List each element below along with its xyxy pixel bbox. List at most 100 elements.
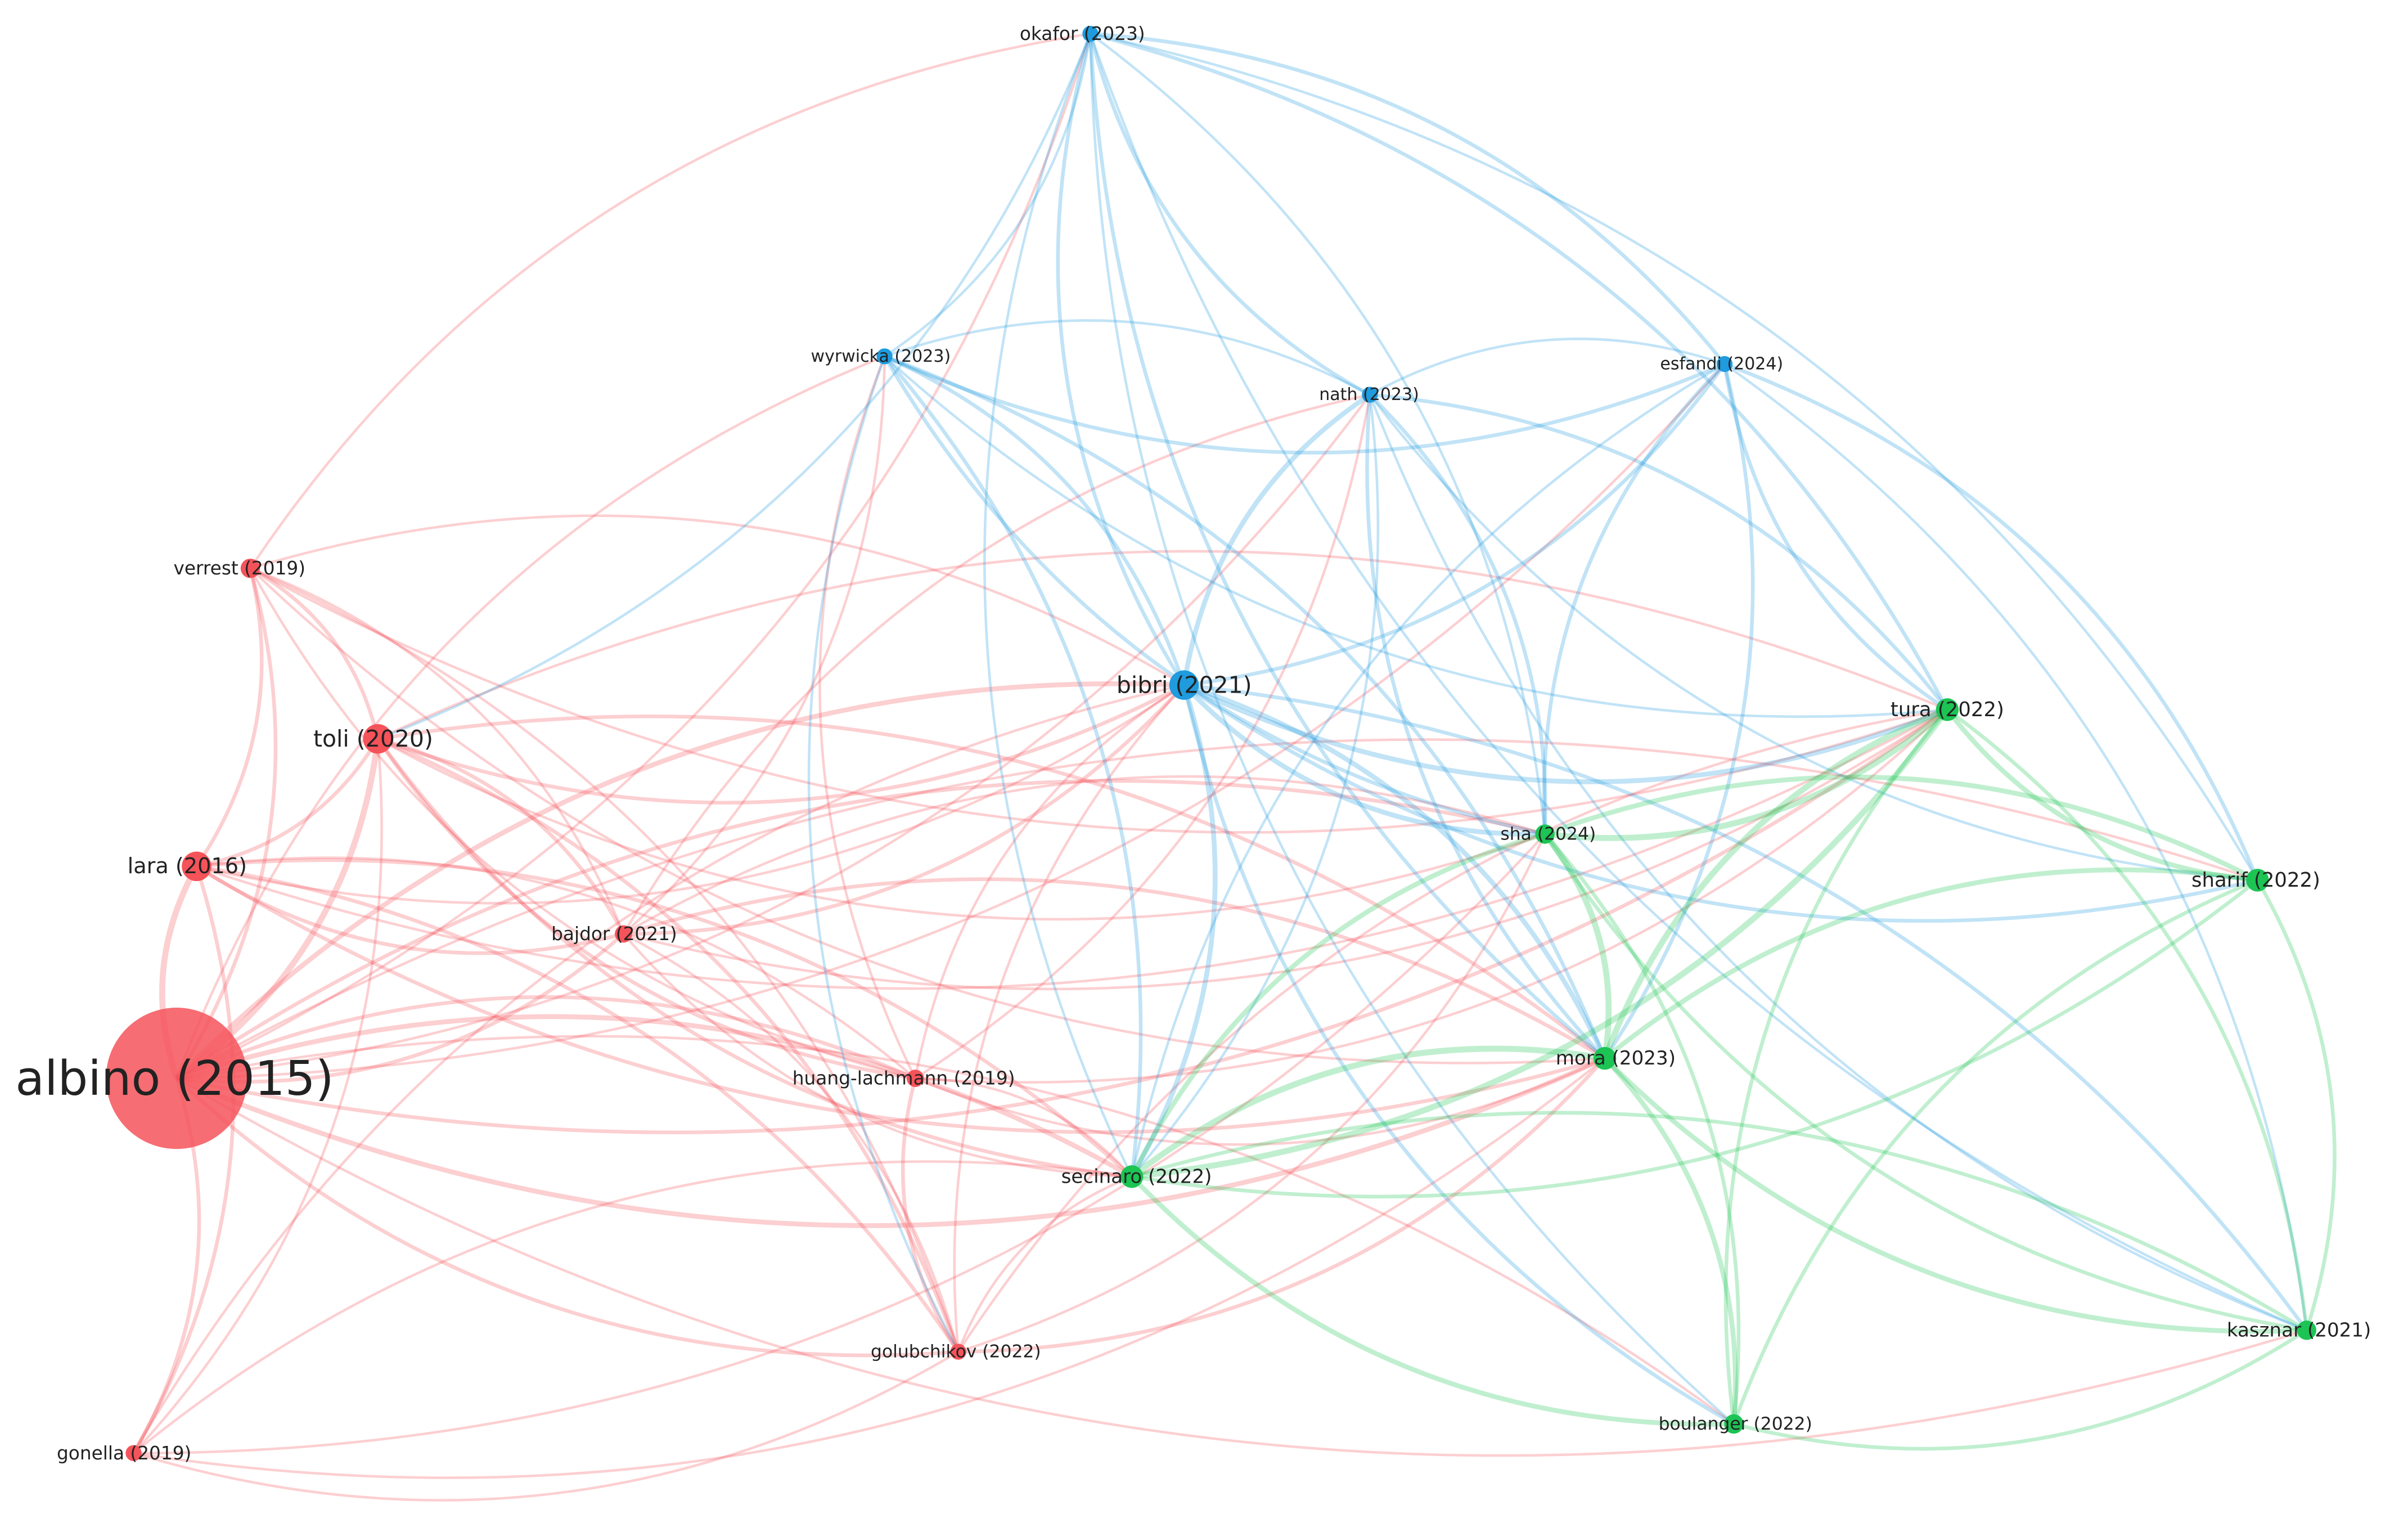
edge-golubchikov-tura: [957, 708, 1948, 1353]
edge-albino-verrest: [175, 568, 278, 1080]
edge-gonella-golubchikov: [133, 1350, 959, 1502]
edge-albino-sharif: [175, 738, 2258, 1080]
node-label-verrest: verrest (2019): [174, 558, 306, 579]
node-bibri[interactable]: [1169, 670, 1199, 700]
edge-bajdor-bibri: [623, 684, 1186, 936]
node-tura[interactable]: [1936, 698, 1959, 721]
edge-mora-kasznar: [1603, 1057, 2307, 1334]
edge-albino-nath: [176, 394, 1371, 1080]
node-boulanger[interactable]: [1724, 1414, 1744, 1434]
edge-bajdor-nath: [622, 393, 1370, 935]
node-secinaro[interactable]: [1120, 1165, 1144, 1188]
edge-nath-esfandi: [1369, 338, 1725, 396]
edge-albino-sha: [175, 779, 1546, 1080]
edge-albino-tura: [176, 708, 1948, 1134]
node-toli[interactable]: [363, 724, 393, 754]
edge-okafor-nath: [1088, 33, 1371, 397]
edge-wyrwicka-tura: [884, 355, 1948, 718]
edge-nath-sha: [1369, 393, 1547, 834]
edge-esfandi-secinaro: [1130, 363, 1726, 1177]
node-gonella[interactable]: [125, 1445, 142, 1461]
edge-bibri-boulanger: [1182, 684, 1735, 1426]
node-label-gonella: gonella (2019): [57, 1443, 191, 1464]
node-golubchikov[interactable]: [950, 1344, 966, 1360]
network-nodes: [106, 25, 2317, 1461]
edge-toli-gonella: [132, 739, 383, 1454]
node-label-bajdor: bajdor (2021): [551, 923, 677, 945]
node-sharif[interactable]: [2246, 869, 2269, 892]
edge-tura-boulanger: [1723, 708, 1949, 1425]
edge-toli-lara: [196, 738, 380, 869]
node-verrest[interactable]: [240, 558, 260, 578]
edge-sha-sharif: [1544, 774, 2259, 883]
edge-lara-verrest: [195, 568, 264, 868]
edge-tura-sha: [1545, 707, 1950, 841]
edge-secinaro-boulanger: [1130, 1175, 1734, 1427]
edge-bibri-tura: [1183, 682, 1948, 784]
edge-toli-secinaro: [376, 738, 1132, 1179]
edge-esfandi-bibri: [1183, 363, 1726, 687]
edge-lara-huang: [196, 856, 916, 1080]
edge-bajdor-wyrwicka: [622, 356, 886, 935]
node-label-toli: toli (2020): [313, 725, 433, 752]
node-label-kasznar: kasznar (2021): [2227, 1319, 2371, 1341]
edge-verrest-mora: [249, 567, 1605, 1064]
edge-albino-esfandi: [176, 363, 1726, 1080]
edge-huang-golubchikov: [901, 1077, 960, 1353]
node-label-esfandi: esfandi (2024): [1660, 354, 1783, 374]
edge-albino-kasznar: [175, 1077, 2307, 1457]
node-okafor[interactable]: [1082, 25, 1099, 42]
node-sha[interactable]: [1535, 824, 1555, 844]
edge-golubchikov-sha: [957, 833, 1546, 1353]
edge-verrest-bajdor: [250, 567, 625, 935]
node-mora[interactable]: [1593, 1046, 1617, 1070]
edge-secinaro-sharif: [1131, 878, 2259, 1199]
edge-toli-golubchikov: [377, 737, 960, 1353]
edge-tura-secinaro: [1131, 708, 1950, 1180]
edge-bajdor-mora: [623, 877, 1606, 1060]
edge-nath-tura: [1370, 393, 1949, 711]
edge-okafor-sharif: [1090, 32, 2259, 881]
node-lara[interactable]: [182, 851, 211, 882]
edge-bajdor-tura: [623, 708, 1948, 991]
edge-kasznar-boulanger: [1733, 1328, 2308, 1451]
node-label-bibri: bibri (2021): [1117, 672, 1252, 699]
edge-albino-okafor: [176, 33, 1092, 1080]
edge-okafor-mora: [1088, 33, 1606, 1060]
edge-nath-bibri: [1181, 393, 1371, 686]
network-labels: albino (2015)toli (2020)lara (2016)verre…: [15, 23, 2371, 1464]
node-label-okafor: okafor (2023): [1020, 23, 1145, 44]
edge-gonella-mora: [133, 1057, 1606, 1479]
edge-huang-tura: [915, 708, 1948, 1084]
edge-okafor-toli: [377, 33, 1092, 740]
edge-wyrwicka-nath: [884, 319, 1371, 396]
node-esfandi[interactable]: [1716, 356, 1733, 372]
node-albino[interactable]: [106, 1008, 247, 1149]
edge-lara-tura: [196, 708, 1948, 990]
node-wyrwicka[interactable]: [876, 348, 893, 365]
edge-huang-bibri: [914, 684, 1185, 1079]
node-huang[interactable]: [906, 1070, 924, 1088]
node-kasznar[interactable]: [2297, 1320, 2317, 1340]
node-label-sha: sha (2024): [1500, 824, 1596, 844]
edge-bibri-sha: [1182, 683, 1545, 837]
edge-toli-tura: [377, 550, 1948, 740]
edge-golubchikov-mora: [958, 1057, 1606, 1354]
edge-verrest-tura: [249, 567, 1948, 834]
edge-gonella-sha: [133, 833, 1546, 1455]
node-nath[interactable]: [1362, 387, 1378, 403]
edge-nath-sharif: [1369, 394, 2258, 882]
node-label-wyrwicka: wyrwicka (2023): [811, 347, 951, 366]
network-edges: [132, 32, 2337, 1502]
node-label-sharif: sharif (2022): [2191, 869, 2320, 892]
edge-wyrwicka-mora: [884, 354, 1607, 1059]
edge-albino-mora: [175, 1056, 1606, 1228]
edge-bajdor-sha: [623, 775, 1546, 935]
node-bajdor[interactable]: [615, 925, 632, 943]
node-label-lara: lara (2016): [128, 854, 247, 879]
edge-bibri-mora: [1183, 682, 1607, 1059]
edge-mora-boulanger: [1603, 1057, 1738, 1425]
edge-okafor-sha: [1090, 33, 1546, 834]
node-label-secinaro: secinaro (2022): [1061, 1165, 1212, 1188]
